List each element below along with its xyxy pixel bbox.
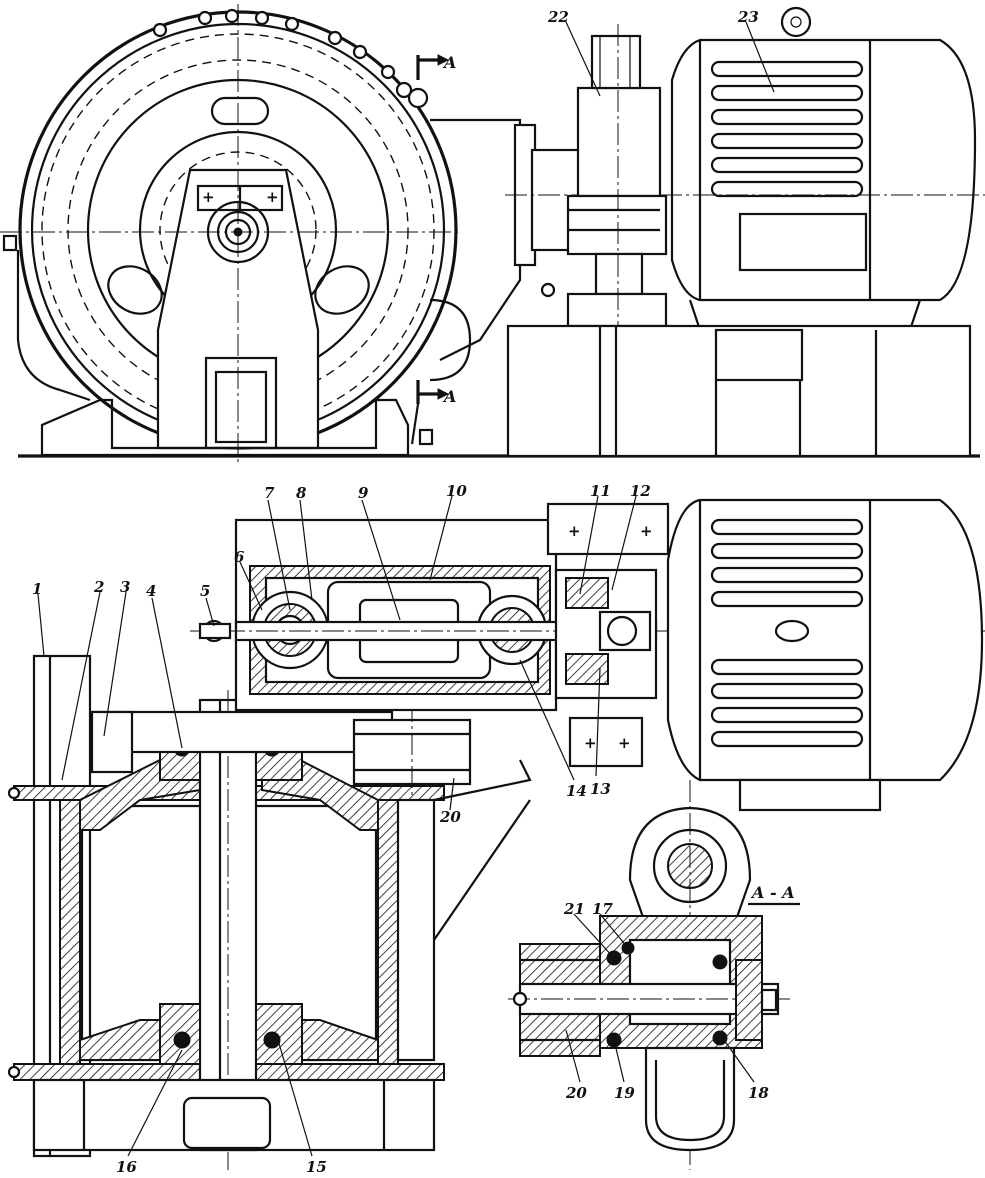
- motor-cooling-fins: [710, 60, 864, 198]
- worm-boss: [628, 780, 752, 1170]
- label-16: 16: [116, 1158, 137, 1176]
- guard-bolts: [152, 8, 429, 109]
- cut-label-top: A: [442, 53, 456, 72]
- brake-coupling: [554, 568, 658, 700]
- svg-text:+: +: [568, 522, 581, 540]
- bearing-18: [712, 954, 728, 970]
- motor-plan-view: [666, 498, 984, 812]
- support-strut: [433, 759, 532, 941]
- svg-text:+: +: [618, 734, 631, 752]
- label-11: 11: [590, 482, 611, 500]
- label-20-section: 20: [565, 1084, 587, 1102]
- front-elevation-view: + + A: [0, 4, 985, 466]
- drum-top-cover: [90, 710, 394, 754]
- label-19: 19: [614, 1084, 635, 1102]
- label-23: 23: [737, 8, 759, 26]
- svg-text:+: +: [640, 522, 653, 540]
- cut-label-bottom: A: [442, 387, 456, 406]
- a-a-shaft: [508, 959, 790, 1041]
- label-9: 9: [358, 484, 369, 502]
- right-column: [396, 798, 436, 1062]
- svg-text:+: +: [584, 734, 597, 752]
- label-10: 10: [446, 482, 467, 500]
- label-18: 18: [748, 1084, 769, 1102]
- label-15: 15: [306, 1158, 327, 1176]
- callout-labels: 1 2 3 4 5 6 7 8 9 10 11 12 13 14 15 16 1…: [32, 8, 769, 1176]
- label-13: 13: [590, 780, 611, 798]
- label-14: 14: [566, 782, 587, 800]
- label-6: 6: [234, 548, 245, 566]
- label-17: 17: [592, 900, 613, 918]
- motor-plan-fins: [710, 518, 864, 748]
- label-22: 22: [547, 8, 569, 26]
- svg-text:+: +: [202, 188, 215, 206]
- pinion-gear: [352, 700, 472, 800]
- label-12: 12: [630, 482, 651, 500]
- motor-base: [506, 324, 972, 458]
- label-5: 5: [200, 582, 210, 600]
- label-20-plan: 20: [439, 808, 461, 826]
- label-3: 3: [120, 578, 130, 596]
- motor-side-view: [660, 6, 985, 332]
- label-8: 8: [296, 484, 307, 502]
- label-1: 1: [32, 580, 42, 598]
- bearing-18b: [712, 1030, 728, 1046]
- label-2: 2: [93, 578, 104, 596]
- section-base: [32, 1078, 436, 1152]
- drum-window-right: [314, 265, 370, 315]
- sectional-plan-view: + + + +: [7, 498, 985, 1170]
- brake-mount-top: [546, 502, 670, 556]
- label-7: 7: [264, 484, 275, 502]
- brake-mount-bottom: [568, 716, 644, 768]
- label-21: 21: [563, 900, 585, 918]
- brake-assembly: [540, 24, 668, 340]
- svg-text:+: +: [266, 188, 279, 206]
- gear-rim-left: [90, 710, 134, 774]
- label-4: 4: [146, 582, 156, 600]
- section-cut-marks: A A: [410, 53, 456, 446]
- section-title: A - A: [750, 883, 795, 902]
- callout-leaders: [37, 21, 775, 1157]
- drum-window-left: [107, 265, 163, 315]
- drum-slot: [210, 96, 270, 126]
- section-a-a-view: A - A: [508, 780, 800, 1170]
